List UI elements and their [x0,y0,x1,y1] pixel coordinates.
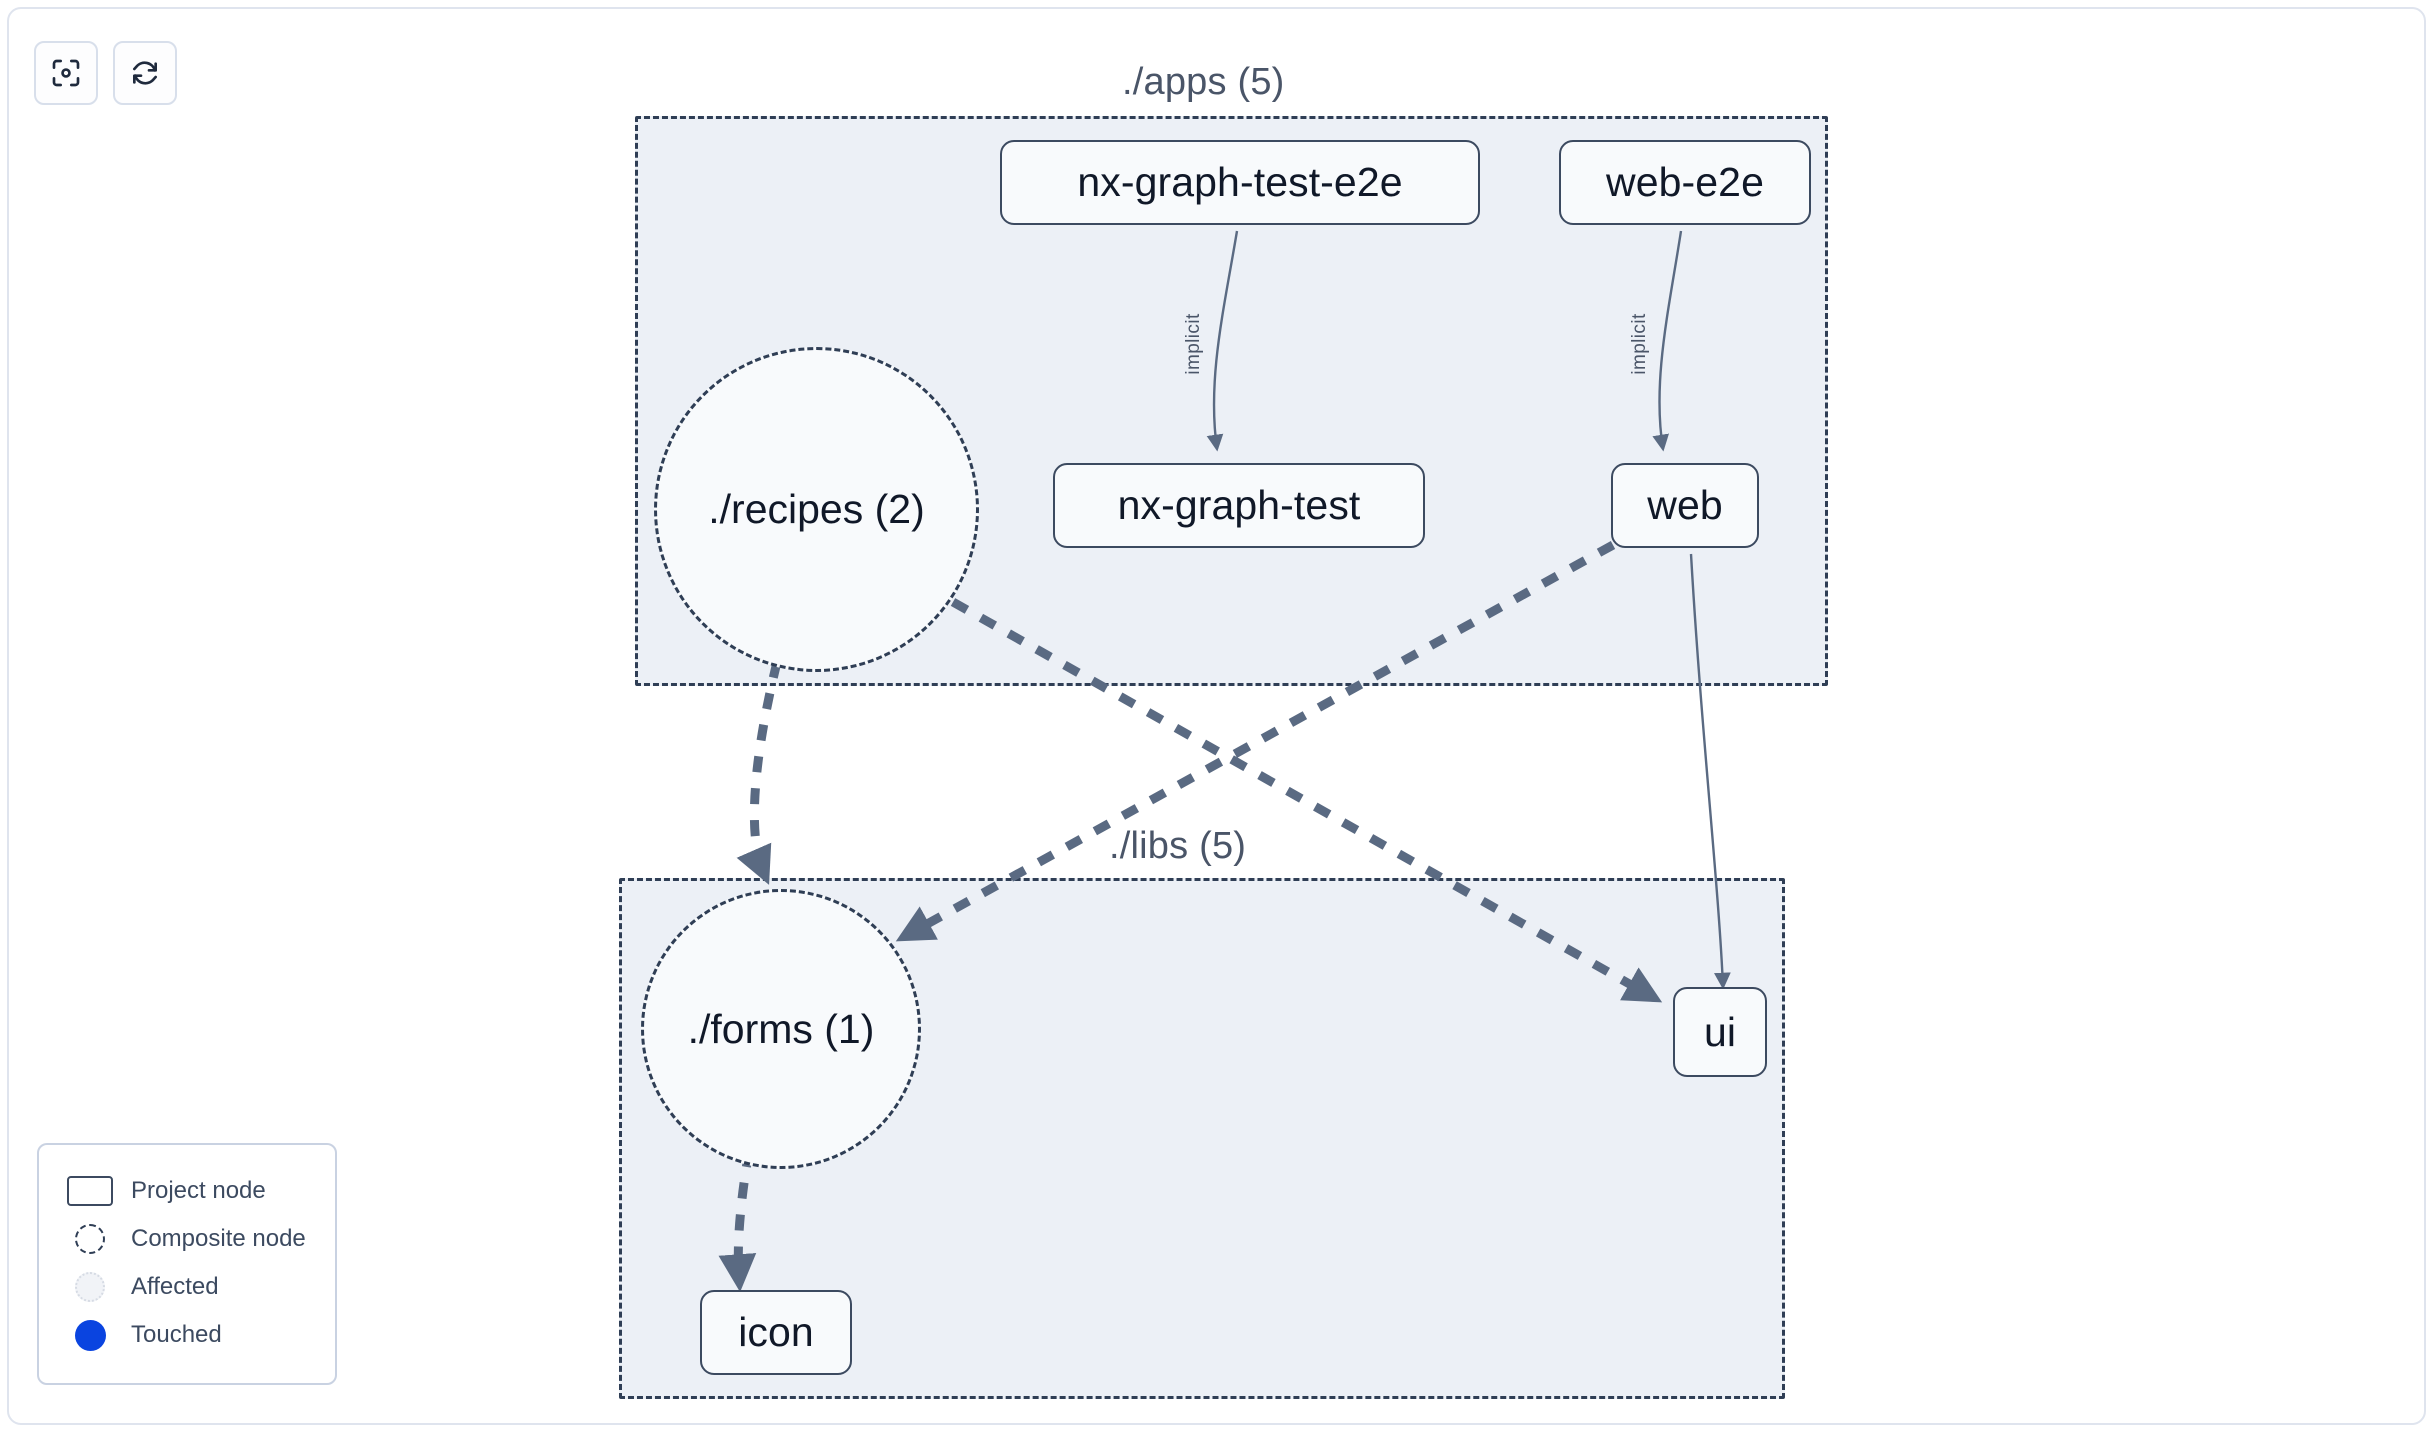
graph-node-web[interactable]: web [1611,463,1759,548]
graph-legend: Project node Composite node Affected Tou… [37,1143,337,1385]
focus-target-icon [50,57,82,89]
graph-node-forms[interactable]: ./forms (1) [641,889,921,1169]
refresh-icon [129,57,161,89]
project-node-swatch [63,1176,117,1206]
legend-item-composite-node: Composite node [63,1215,311,1263]
focus-graph-button[interactable] [34,41,98,105]
graph-toolbar [34,41,177,105]
composite-node-swatch [63,1224,117,1254]
legend-item-touched: Touched [63,1311,311,1359]
graph-node-ui[interactable]: ui [1673,987,1767,1077]
legend-label-project-node: Project node [131,1177,266,1204]
legend-label-affected: Affected [131,1273,219,1300]
graph-node-web-e2e[interactable]: web-e2e [1559,140,1811,225]
group-label-libs: ./libs (5) [1109,825,1247,867]
legend-item-project-node: Project node [63,1167,311,1215]
refresh-graph-button[interactable] [113,41,177,105]
affected-swatch [63,1272,117,1302]
group-label-apps: ./apps (5) [1122,61,1285,103]
legend-item-affected: Affected [63,1263,311,1311]
touched-swatch [63,1319,117,1351]
edge-recipes-to-forms [736,660,782,885]
graph-node-nx-graph-test-e2e[interactable]: nx-graph-test-e2e [1000,140,1480,225]
graph-app-frame: ./apps (5) ./libs (5) implicit [7,7,2426,1425]
graph-node-nx-graph-test[interactable]: nx-graph-test [1053,463,1425,548]
graph-node-icon[interactable]: icon [700,1290,852,1375]
graph-node-recipes[interactable]: ./recipes (2) [654,347,979,672]
legend-label-touched: Touched [131,1321,222,1348]
legend-label-composite-node: Composite node [131,1225,306,1252]
project-graph-canvas[interactable]: ./apps (5) ./libs (5) implicit [9,9,2424,1423]
